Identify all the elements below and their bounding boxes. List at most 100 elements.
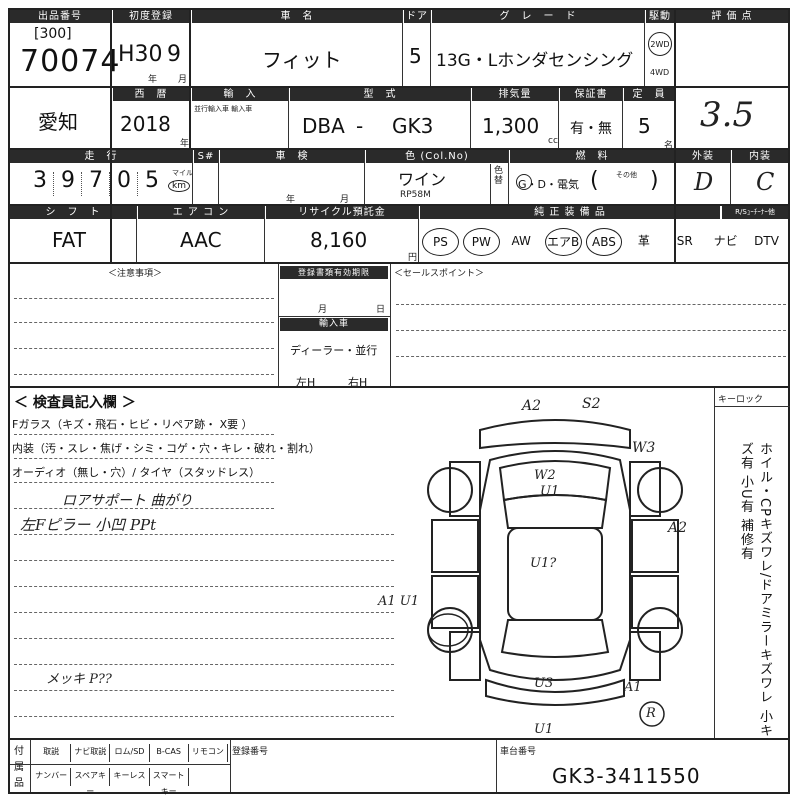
accessory-item: ナビ取説 — [71, 744, 111, 762]
mileage-unit-mile: マイル — [172, 169, 193, 177]
shift-value: FAT — [52, 228, 87, 252]
lot-prefix: [300] — [34, 26, 72, 42]
sales-dashed-line — [396, 356, 786, 357]
drive-4wd: 4WD — [650, 68, 670, 77]
mileage-digit-separator — [137, 172, 139, 196]
model-code: GK3 — [392, 114, 434, 138]
shaken-month-unit: 月 — [340, 195, 350, 205]
capacity-value: 5 — [638, 114, 651, 138]
damage-mark-a1-u1-left: A1 U1 — [378, 594, 420, 609]
rule-row3 — [10, 204, 790, 206]
exterior-header: 外装 — [676, 150, 730, 163]
chassis-number: GK3-3411550 — [552, 764, 701, 788]
fuel-gas-circle — [516, 174, 532, 190]
damage-mark-u1-roof: U1? — [530, 556, 557, 571]
caution-dashed-line — [14, 348, 274, 349]
caution-dashed-line — [14, 322, 274, 323]
equipment-item: ABS — [585, 228, 623, 256]
equipment-item: ナビ — [713, 234, 738, 248]
interior-grade: C — [756, 168, 775, 196]
displacement-value: 1,300 — [482, 114, 540, 138]
accessories-row-2: ナンバースペアキーキーレススマートキー — [32, 766, 228, 796]
rule-row5 — [10, 386, 790, 388]
recycle-header: リサイクル預託金 — [266, 206, 418, 219]
inspector-line-glass: Fガラス（キズ・飛石・ヒビ・リペア跡・ X要 ） — [12, 418, 253, 431]
accessory-item: リモコン — [189, 744, 228, 762]
mileage-header: 走 行 — [10, 150, 192, 163]
damage-mark-a2-front: A2 — [522, 398, 542, 414]
damage-mark-w3: W3 — [632, 440, 656, 456]
rule-v-grade — [430, 10, 431, 86]
rule-v-regdoc-r — [390, 264, 391, 386]
rule-v-aircon — [264, 206, 265, 262]
equipment-item: SR — [676, 234, 693, 248]
first-reg-header: 初度登録 — [113, 10, 189, 23]
model-prefix: DBA — [302, 114, 345, 138]
auction-sheet-frame — [8, 8, 790, 794]
rule-acc-mid — [10, 764, 230, 765]
model-header: 型 式 — [290, 88, 470, 101]
accessory-item: スマートキー — [150, 768, 189, 796]
mileage-digit: 9 — [61, 168, 75, 193]
region: 愛知 — [38, 110, 78, 134]
damage-mark-u3: U3 — [534, 676, 554, 691]
model-dash: - — [356, 114, 364, 138]
first-reg-month: 9 — [167, 42, 181, 67]
fuel-header: 燃 料 — [510, 150, 674, 163]
import-car-dealer: ディーラー・並行 — [290, 344, 378, 357]
rule-v-extint — [730, 150, 731, 204]
damage-mark-r: R — [646, 706, 656, 721]
regdoc-header: 登録書類有効期限 — [280, 266, 388, 279]
accessory-item: キーレス — [110, 768, 150, 786]
interior-header: 内装 — [732, 150, 788, 163]
caution-dashed-line — [14, 374, 274, 375]
mileage-digit: 0 — [117, 168, 131, 193]
import-car-left: 左H — [296, 376, 316, 389]
inspector-dashed-line — [14, 612, 394, 613]
rule-v-chassis — [496, 740, 497, 792]
rule-row2 — [10, 148, 790, 150]
equipment-item: DTV — [754, 234, 779, 248]
rule-v-acc — [30, 740, 31, 792]
handwritten-note-3: メッキ P?? — [46, 672, 112, 687]
damage-mark-s2: S2 — [582, 396, 601, 412]
color-change-label: 色替 — [494, 166, 504, 186]
recycle-value: 8,160 — [310, 228, 368, 252]
car-name-header: 車 名 — [192, 10, 402, 23]
inspector-dashed-line — [14, 534, 394, 535]
eval-score: 3.5 — [700, 95, 755, 135]
displacement-unit: cc — [548, 136, 558, 146]
accessories-label: 付属品 — [14, 746, 24, 789]
inspector-dashed-line — [14, 586, 394, 587]
rule-v-model — [470, 88, 471, 148]
rule-v-lot — [110, 10, 112, 262]
damage-mark-w2: W2 — [534, 468, 556, 483]
equipment-item: AW — [511, 234, 531, 248]
accessory-item: B-CAS — [150, 744, 189, 762]
fuel-open-paren: ( — [590, 168, 599, 193]
inspector-dashed-line — [14, 508, 274, 509]
rule-row6 — [10, 738, 790, 740]
keylock-label: キーロック — [718, 395, 764, 405]
grade-header: グ レ ー ド — [432, 10, 644, 23]
lot-number: 70074 — [20, 44, 121, 79]
equipment-item: エアB — [544, 228, 582, 256]
inspector-dashed-line — [14, 664, 394, 665]
year-ad: 2018 — [120, 112, 171, 136]
inspector-dashed-line — [14, 482, 274, 483]
fuel-other: その他 — [616, 171, 637, 179]
first-reg-era: H30 — [118, 42, 163, 67]
mileage-digit-separator — [109, 172, 111, 196]
accessory-item: ロム/SD — [110, 744, 150, 762]
rule-v-drive — [644, 10, 645, 86]
lot-header: 出品番号 — [10, 10, 110, 23]
side-damage-note: ホイル・CPキズワレ/ドアミラーキズワレ 小キズ有 小U有 補修有 — [738, 442, 772, 738]
damage-mark-u1-hood: U1 — [540, 484, 560, 499]
inspector-title: ＜ 検査員記入欄 ＞ — [14, 395, 136, 411]
rule-v-colorchg — [490, 164, 491, 204]
chassis-label: 車台番号 — [500, 747, 537, 757]
color-header: 色 (Col.No) — [366, 150, 508, 163]
eval-header: 評 価 点 — [676, 10, 788, 23]
damage-mark-u1-bottom: U1 — [534, 722, 554, 737]
